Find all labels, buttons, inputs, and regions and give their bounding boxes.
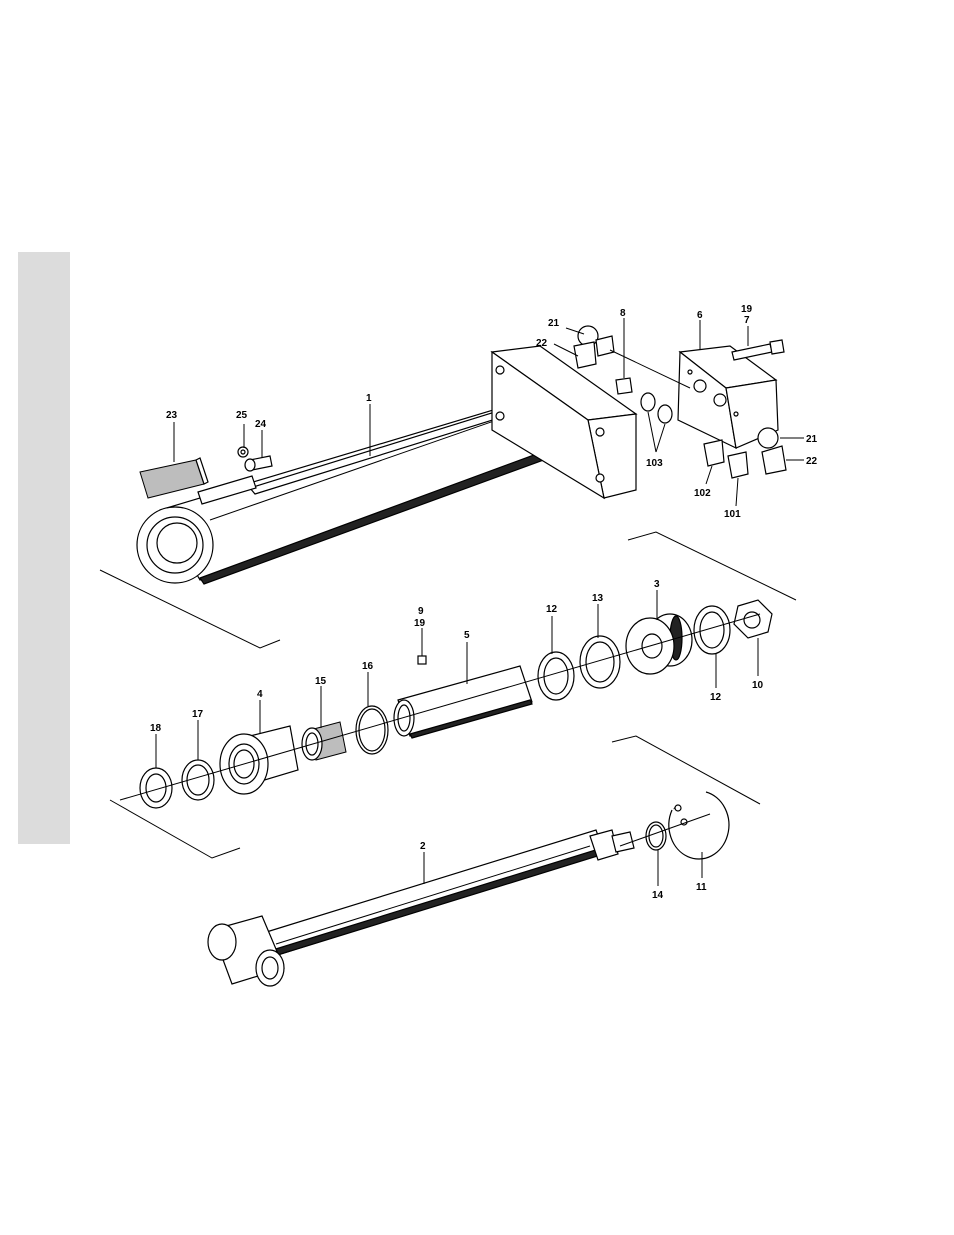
callout-101: 101	[724, 509, 741, 520]
fitting-101	[728, 452, 748, 478]
callout-22b: 22	[806, 456, 818, 467]
piston-axis-line	[120, 614, 760, 800]
nut-10	[734, 600, 772, 638]
callout-103: 103	[646, 458, 663, 469]
ring-17	[182, 760, 214, 800]
callout-5: 5	[464, 630, 470, 641]
o-rings-103	[641, 393, 672, 423]
ring-13	[580, 636, 620, 688]
callout-18: 18	[150, 723, 162, 734]
callout-12a: 12	[546, 604, 558, 615]
ring-12-left	[538, 652, 574, 700]
callout-12b: 12	[710, 692, 722, 703]
plug-8	[616, 378, 632, 394]
callout-22a: 22	[536, 338, 548, 349]
callout-19b: 19	[414, 618, 426, 629]
callout-2: 2	[420, 841, 426, 852]
callout-11: 11	[696, 882, 707, 893]
callout-19a: 19	[741, 304, 753, 315]
callout-21a: 21	[548, 318, 560, 329]
piston-3	[626, 614, 692, 674]
callout-25: 25	[236, 410, 248, 421]
callout-4: 4	[257, 689, 263, 700]
callout-21b: 21	[806, 434, 818, 445]
screw-24	[245, 456, 272, 471]
callout-24: 24	[255, 419, 267, 430]
callout-1: 1	[366, 393, 372, 404]
bolt-7	[732, 340, 784, 360]
callout-3: 3	[654, 579, 660, 590]
callout-13: 13	[592, 593, 604, 604]
callout-10: 10	[752, 680, 764, 691]
grub-screw-9	[418, 656, 426, 664]
ring-12-right	[694, 606, 730, 654]
callout-9: 9	[418, 606, 424, 617]
callout-17: 17	[192, 709, 204, 720]
callout-15: 15	[315, 676, 327, 687]
mounting-flange	[492, 346, 636, 498]
spacer-tube-5	[394, 666, 532, 738]
callout-16: 16	[362, 661, 374, 672]
elbow-fitting-right	[758, 428, 786, 474]
callout-14: 14	[652, 890, 664, 901]
callout-7: 7	[744, 315, 750, 326]
washer-25	[238, 447, 248, 457]
callout-8: 8	[620, 308, 626, 319]
callout-6: 6	[697, 310, 703, 321]
seal-18	[140, 768, 172, 808]
callout-102: 102	[694, 488, 711, 499]
piston-rod-2	[208, 830, 634, 986]
callout-23: 23	[166, 410, 178, 421]
fitting-102	[704, 440, 724, 466]
